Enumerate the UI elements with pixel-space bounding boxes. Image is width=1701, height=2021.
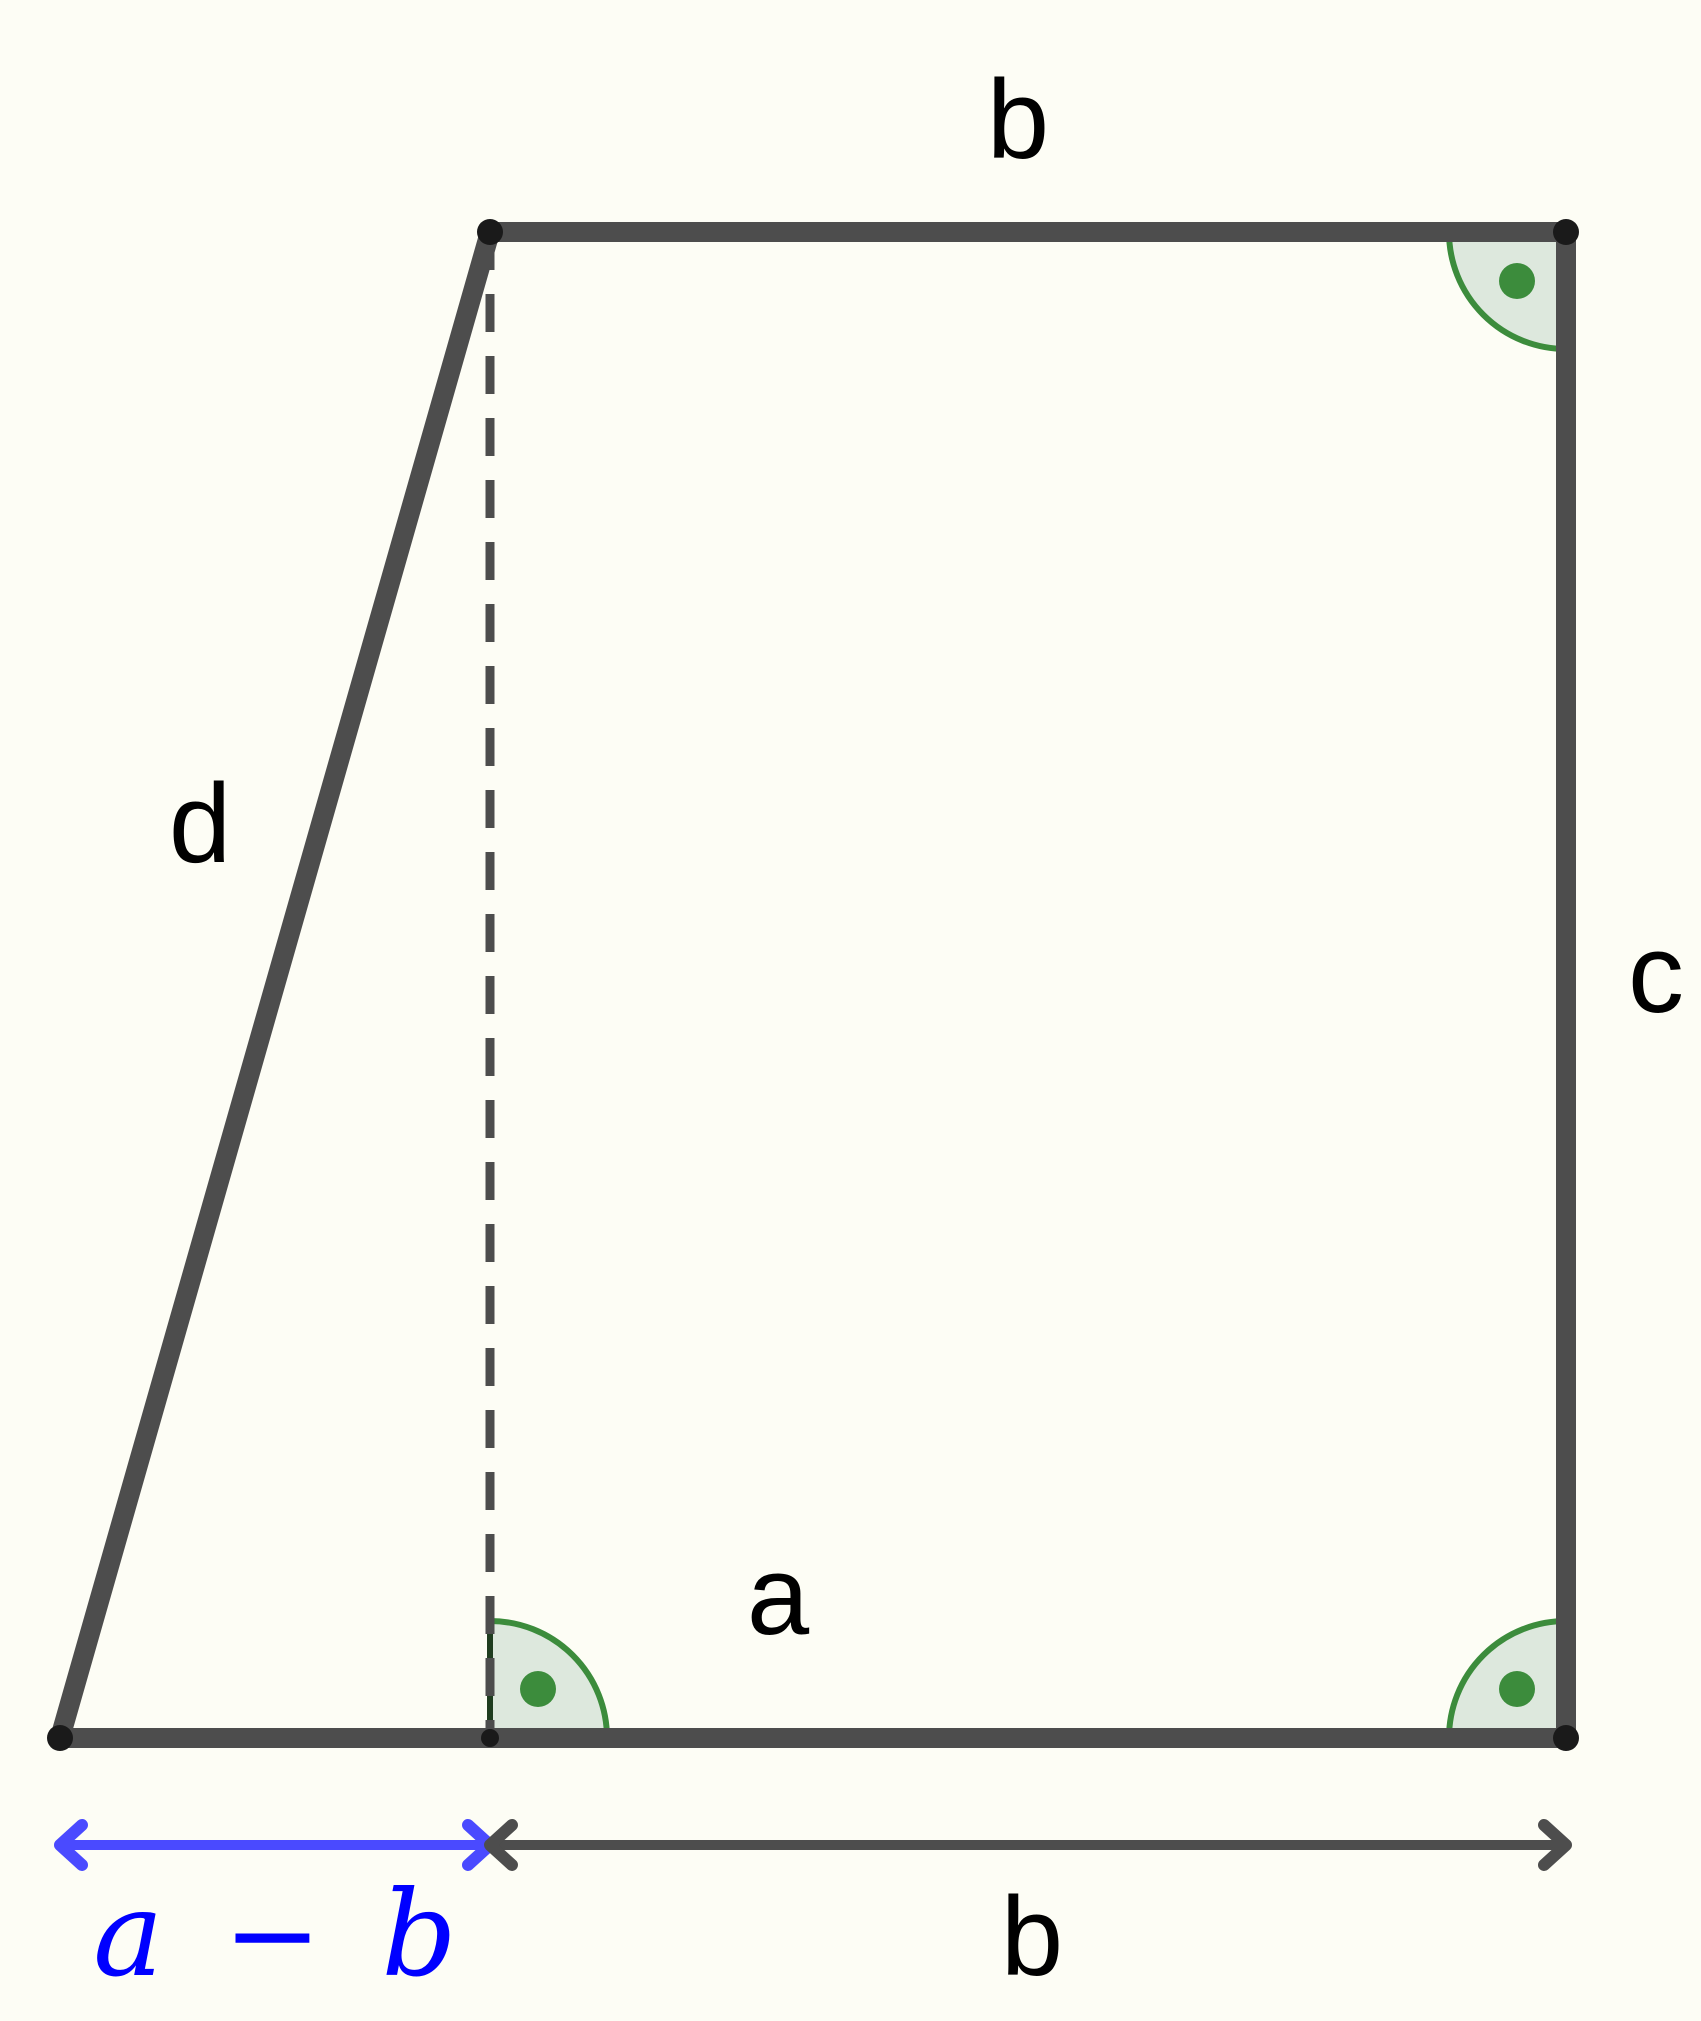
label-difference-b: b (381, 1865, 457, 2003)
vertex-bottom-left (47, 1725, 73, 1751)
vertex-bottom-right (1553, 1725, 1579, 1751)
dimension-arrow-difference (54, 1819, 496, 1871)
label-difference-minus: − (223, 1865, 322, 2003)
vertex-top-right (1553, 219, 1579, 245)
label-difference-a: a (93, 1865, 163, 2003)
label-top-b: b (987, 57, 1049, 182)
label-difference: a − b (93, 1865, 457, 2003)
label-dimension-b: b (1001, 1874, 1063, 1999)
label-bottom-a: a (747, 1533, 810, 1658)
vertex-top-left (477, 219, 503, 245)
dimension-arrow-b (484, 1819, 1572, 1871)
label-left-d: d (169, 761, 231, 886)
right-angle-marker-bottom-foot (487, 1617, 611, 1741)
label-right-c: c (1628, 911, 1684, 1036)
edge-d-left (50, 222, 500, 1748)
right-angle-marker-top-right (1445, 229, 1569, 353)
vertex-foot (481, 1729, 499, 1747)
right-angle-marker-bottom-right (1445, 1617, 1569, 1741)
vertex-points (47, 219, 1579, 1751)
